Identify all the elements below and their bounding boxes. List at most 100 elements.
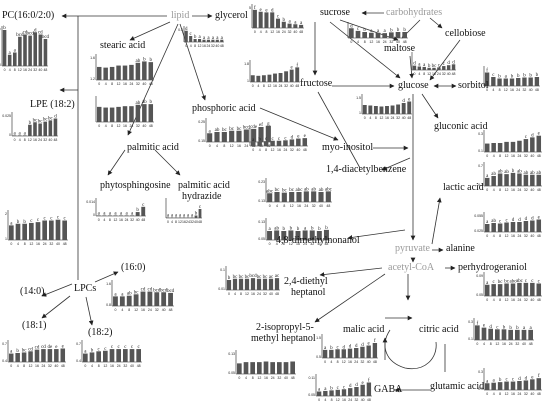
bar xyxy=(243,362,249,374)
significance-letter: abc xyxy=(325,187,333,192)
y-tick-label: 0.09 xyxy=(476,274,483,278)
node-diethylheptanol-1: 2,4-diethyl xyxy=(284,276,328,287)
x-tick-label: 12 xyxy=(271,148,275,152)
bar xyxy=(508,329,513,340)
bar xyxy=(252,9,257,28)
significance-letter: a xyxy=(377,29,380,34)
x-tick-label: 24 xyxy=(509,342,513,346)
significance-letter: d xyxy=(402,99,405,104)
x-tick-label: 16 xyxy=(342,398,346,402)
significance-letter: b xyxy=(428,64,431,69)
bar xyxy=(329,349,334,358)
x-tick-label: 40 xyxy=(136,218,140,222)
bar xyxy=(194,215,198,218)
x-tick-label: 8 xyxy=(98,364,100,368)
y-tick-label: 0.25 xyxy=(198,120,205,124)
bar xyxy=(281,192,287,202)
node-lpe: LPE (18:2) xyxy=(30,99,75,110)
bar xyxy=(536,219,542,232)
x-tick-label: 4 xyxy=(483,342,485,346)
bar xyxy=(178,217,182,218)
significance-letter: c xyxy=(190,32,193,37)
significance-letter: c xyxy=(336,345,339,350)
bar xyxy=(382,33,387,38)
x-tick-label: 8 xyxy=(265,148,267,152)
bar xyxy=(368,105,373,114)
x-tick-label: 4 xyxy=(105,124,107,128)
x-tick-label: 4 xyxy=(260,30,262,34)
significance-letter: a xyxy=(418,63,421,68)
x-tick-label: 48 xyxy=(295,84,299,88)
bar xyxy=(129,64,134,80)
x-tick-label: 24 xyxy=(354,360,358,364)
significance-letter: ab xyxy=(524,171,529,176)
significance-letter: b xyxy=(512,169,515,174)
x-tick-label: 32 xyxy=(48,364,52,368)
arrow-lpcs-182 xyxy=(85,296,94,326)
significance-letter: a xyxy=(324,346,327,351)
node-lactic-acid: lactic acid xyxy=(443,182,484,193)
significance-letter: bc xyxy=(282,189,288,194)
x-tick-label: 0 xyxy=(167,220,169,224)
bar xyxy=(198,209,202,218)
bar xyxy=(389,32,394,38)
bar xyxy=(135,62,141,80)
significance-letter: d xyxy=(512,218,515,223)
bar xyxy=(289,139,295,146)
x-tick-label: 40 xyxy=(396,40,400,44)
significance-letter: a xyxy=(109,211,112,216)
x-tick-label: 16 xyxy=(511,392,515,396)
bar xyxy=(284,71,289,82)
significance-letter: a xyxy=(19,131,22,136)
x-tick-label: 4 xyxy=(17,242,19,246)
significance-letter: ab xyxy=(536,171,541,176)
x-tick-label: 24 xyxy=(383,40,387,44)
y-tick-label: 1 xyxy=(359,111,361,115)
x-tick-label: 4 xyxy=(330,360,332,364)
bar xyxy=(484,224,490,232)
significance-letter: a xyxy=(13,131,16,136)
significance-letter: b xyxy=(3,26,6,31)
bar xyxy=(274,230,280,240)
node-phytosphingosine: phytosphingosine xyxy=(100,180,171,191)
bar xyxy=(293,24,298,28)
bar xyxy=(207,133,213,142)
x-tick-label: 48 xyxy=(141,218,145,222)
significance-letter: b xyxy=(499,378,502,383)
bar xyxy=(354,348,359,358)
y-tick-label: 0 xyxy=(93,213,95,217)
significance-letter: d xyxy=(343,345,346,350)
significance-letter: e xyxy=(304,134,307,139)
y-tick-label: 0.2 xyxy=(478,183,483,187)
bar xyxy=(262,278,268,290)
x-tick-label: 24 xyxy=(186,220,190,224)
x-tick-label: 16 xyxy=(251,292,255,296)
significance-letter: ab xyxy=(142,100,147,105)
bar xyxy=(491,77,496,86)
bar xyxy=(22,135,27,136)
bar xyxy=(47,349,53,362)
significance-letter: e xyxy=(483,324,486,329)
significance-letter: d xyxy=(291,135,294,140)
x-tick-label: 12 xyxy=(505,298,509,302)
bar xyxy=(536,378,542,390)
significance-letter: abc xyxy=(266,189,274,194)
x-tick-label: 32 xyxy=(524,234,528,238)
significance-letter: f xyxy=(368,379,370,384)
bar xyxy=(451,64,456,70)
arrow-lipid-stearic xyxy=(129,21,171,41)
bar xyxy=(322,349,328,358)
bar xyxy=(504,141,509,152)
x-tick-label: 40 xyxy=(530,234,534,238)
significance-letter: bcd xyxy=(249,274,257,279)
x-tick-label: 32 xyxy=(123,364,127,368)
x-tick-label: 0 xyxy=(185,44,187,48)
significance-letter: c xyxy=(505,219,508,224)
bar xyxy=(437,67,441,70)
x-tick-label: 24 xyxy=(283,148,287,152)
node-sucrose: sucrose xyxy=(320,7,350,18)
x-tick-label: 4 xyxy=(324,398,326,402)
